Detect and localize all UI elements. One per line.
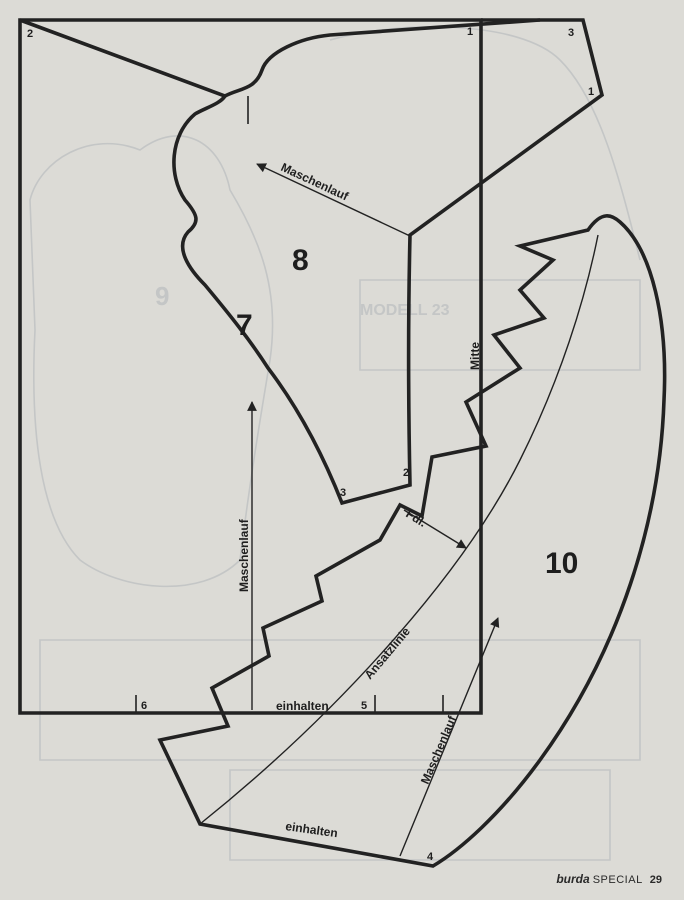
grain-arrow-piece-8 xyxy=(256,163,411,237)
piece-number-10: 10 xyxy=(545,547,578,580)
mitte-label: Mitte xyxy=(468,342,482,370)
corner-number: 3 xyxy=(340,487,346,499)
corner-number: 2 xyxy=(403,467,409,479)
piece-number-8: 8 xyxy=(292,244,309,277)
corner-number: 6 xyxy=(141,700,147,712)
pattern-piece-10-outline xyxy=(157,214,667,868)
maschenlauf-label: Maschenlauf xyxy=(237,518,251,592)
ansatz-line xyxy=(199,234,599,825)
background-ghost-pattern: MODELL 23 9 xyxy=(29,26,641,861)
corner-number: 4 xyxy=(427,851,434,863)
piece-10-grain-line xyxy=(399,617,500,857)
pattern-piece-7-outline xyxy=(18,18,483,715)
corner-number: 5 xyxy=(361,700,367,712)
page-number: 29 xyxy=(649,874,662,886)
svg-text:MODELL 23: MODELL 23 xyxy=(360,302,450,319)
corner-number: 1 xyxy=(588,86,594,98)
edition-label: SPECIAL xyxy=(592,874,643,886)
maschenlauf-label: Maschenlauf xyxy=(279,160,352,204)
svg-text:9: 9 xyxy=(155,281,169,311)
maschenlauf-label: Maschenlauf xyxy=(418,713,460,786)
corner-number: 3 xyxy=(568,27,574,39)
pattern-piece-8-outline xyxy=(19,18,605,506)
fdl-arrow xyxy=(403,509,467,549)
corner-number: 2 xyxy=(27,28,33,40)
brand-logo: burda xyxy=(556,872,590,886)
einhalten-label: einhalten xyxy=(285,819,339,840)
page-footer: burda SPECIAL 29 xyxy=(556,872,662,886)
piece-number-7: 7 xyxy=(236,309,253,342)
corner-number: 1 xyxy=(467,26,473,38)
ansatzlinie-label: Ansatzlinie xyxy=(362,624,414,682)
pattern-piece-8-top-edge xyxy=(224,18,541,98)
einhalten-label: einhalten xyxy=(276,699,329,713)
